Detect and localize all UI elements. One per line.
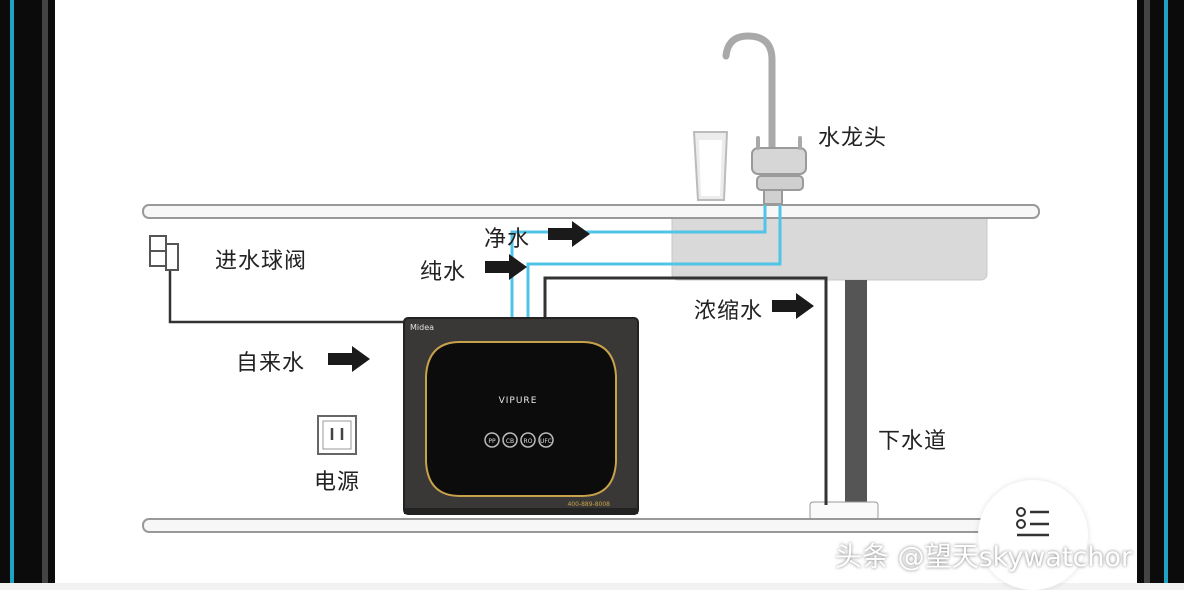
purifier-screen: [425, 341, 617, 497]
filter-indicators: PP CB RO UFC: [484, 432, 554, 448]
drain-pipe: [845, 280, 867, 502]
right-inner-line: [1144, 0, 1150, 583]
filter-indicator: [502, 432, 518, 448]
countertop: [142, 204, 1040, 219]
filter-label: UFC: [540, 438, 552, 445]
tap-water-label: 自来水: [236, 351, 306, 376]
inlet-ball-valve-label: 进水球阀: [215, 249, 308, 274]
power-outlet-icon: [317, 415, 357, 455]
faucet-label: 水龙头: [818, 126, 888, 151]
menu-button[interactable]: [978, 480, 1088, 590]
drain-label: 下水道: [878, 429, 948, 454]
filter-indicator: [520, 432, 536, 448]
filter-indicator: [538, 432, 554, 448]
watermark: 头条 @望天skywatchor: [835, 542, 1133, 573]
glass-icon: [692, 131, 729, 201]
filter-label: RO: [524, 438, 533, 445]
right-arrow-icon: [772, 293, 814, 319]
floor-shelf: [142, 518, 1040, 533]
right-accent-line: [1164, 0, 1168, 583]
clean-water-label: 净水: [484, 227, 531, 252]
tap-water-pipe: [168, 270, 404, 324]
list-menu-icon: [1016, 507, 1049, 537]
filter-label: CB: [506, 438, 514, 445]
pure-water-pipe: [526, 205, 782, 318]
right-arrow-icon: [548, 221, 590, 247]
brand-logo: Midea: [410, 323, 434, 332]
concentrate-pipe: [543, 276, 828, 505]
drain-base: [809, 501, 879, 521]
right-arrow-icon: [328, 346, 370, 372]
filter-label: PP: [488, 438, 496, 445]
pure-water-label: 纯水: [420, 260, 467, 285]
water-purifier: [403, 317, 639, 515]
faucet-icon: [722, 32, 807, 205]
power-label: 电源: [314, 470, 361, 495]
model-name: VIPURE: [499, 396, 538, 406]
concentrate-water-label: 浓缩水: [694, 299, 764, 324]
hotline-number: 400-889-8008: [567, 501, 610, 508]
left-inner-line: [42, 0, 48, 583]
right-arrow-icon: [485, 254, 527, 280]
filter-indicator: [484, 432, 500, 448]
left-accent-line: [10, 0, 14, 583]
ball-valve-icon: [149, 235, 179, 271]
sink-basin: [671, 211, 988, 281]
